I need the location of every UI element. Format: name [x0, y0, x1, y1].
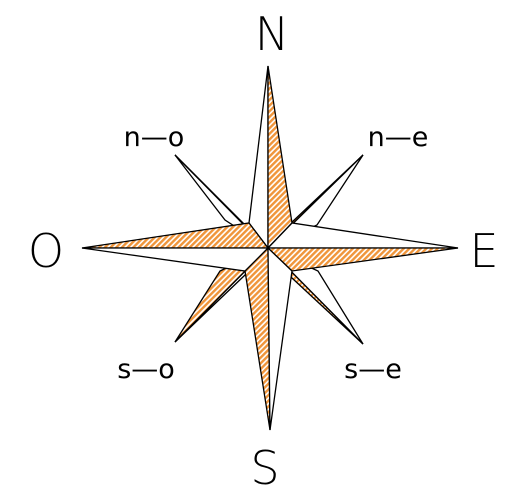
point-south-left — [244, 246, 271, 431]
point-east-bottom — [266, 247, 459, 272]
label-southeast: s—e — [344, 354, 402, 385]
direction-labels: N S E O n—o n—e s—o s—e — [28, 7, 499, 495]
label-southwest: s—o — [117, 354, 175, 385]
cardinal-points — [81, 65, 459, 431]
point-south-right — [267, 246, 293, 431]
point-west-top — [81, 222, 270, 249]
point-east-top — [266, 222, 459, 249]
label-south: S — [250, 441, 279, 495]
point-north-right — [267, 65, 293, 250]
label-east: E — [469, 224, 498, 278]
point-west-bottom — [81, 247, 270, 272]
point-north-left — [248, 65, 269, 250]
label-west: O — [28, 224, 64, 278]
label-northeast: n—e — [368, 122, 429, 153]
label-north: N — [255, 7, 289, 61]
label-northwest: n—o — [124, 122, 185, 153]
